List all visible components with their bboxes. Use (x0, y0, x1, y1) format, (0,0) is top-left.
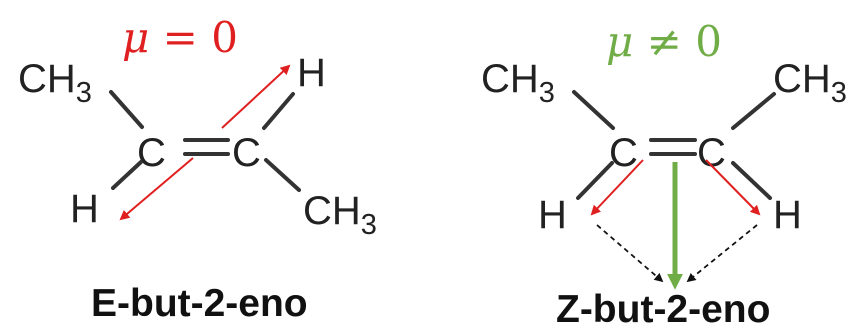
e-bond-c-ch3 (264, 158, 301, 192)
z-bond-h-c-left (576, 161, 614, 200)
z-bond-c-h-right (731, 161, 772, 200)
e-isomer-name: E-but-2-eno (91, 282, 308, 325)
z-methyl-left: CH3 (481, 57, 555, 109)
z-dipole-label: μ ≠ 0 (606, 17, 722, 66)
z-dipole-arrow-left (590, 159, 644, 216)
z-resultant-dashed-left (596, 224, 664, 283)
z-methyl-right: CH3 (773, 57, 847, 109)
e-dipole-label: μ = 0 (122, 13, 238, 62)
e-carbon-1: C (137, 131, 166, 175)
z-hydrogen-left: H (538, 193, 567, 237)
z-carbon-1: C (609, 131, 638, 175)
z-carbon-2: C (697, 131, 726, 175)
z-bond-c-ch3-right (731, 92, 776, 130)
e-hydrogen-bottom: H (70, 187, 99, 231)
e-hydrogen-top: H (297, 51, 326, 95)
e-bond-ch3-c (109, 90, 144, 129)
e-bond-c-h (262, 92, 295, 130)
e-carbon-2: C (232, 131, 261, 175)
e-isomer: μ = 0 CH3 H C C H CH3 E-but-2-eno (18, 13, 377, 325)
z-resultant-dashed-right (686, 224, 758, 283)
z-bond-ch3-c-left (572, 90, 615, 130)
z-dipole-arrow-right (705, 159, 761, 216)
z-hydrogen-right: H (773, 193, 802, 237)
e-dipole-arrow-down (119, 157, 194, 221)
z-isomer-name: Z-but-2-eno (556, 288, 770, 328)
e-dipole-arrow-up (221, 64, 291, 129)
e-methyl-top: CH3 (18, 57, 92, 109)
z-isomer: μ ≠ 0 CH3 CH3 C C H H Z-but-2-eno (481, 17, 847, 328)
e-bond-h-c (111, 160, 143, 190)
e-methyl-bottom: CH3 (303, 189, 377, 241)
